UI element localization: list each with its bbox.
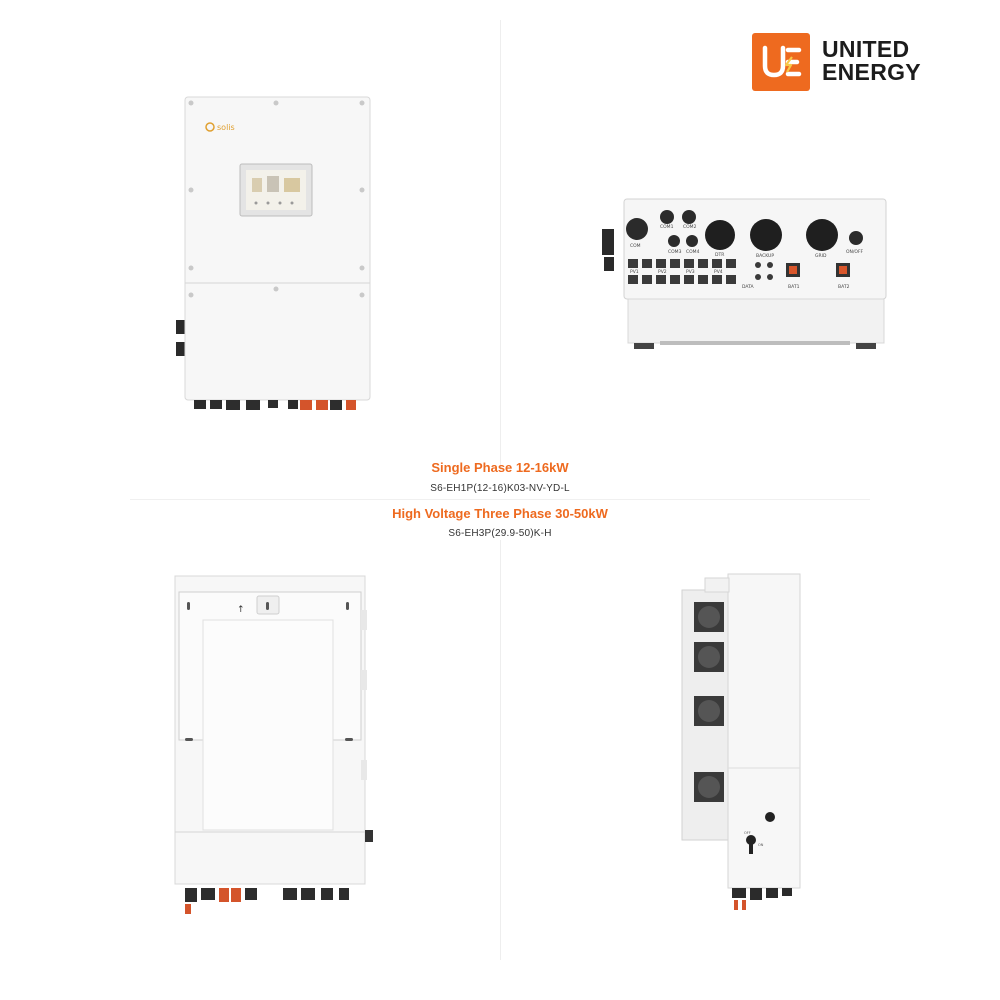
rotary-knob[interactable] bbox=[765, 812, 775, 822]
port-label-com2: COM2 bbox=[683, 224, 697, 230]
port-label-com4: COM4 bbox=[686, 249, 700, 255]
port-label-bat2: BAT2 bbox=[838, 284, 850, 290]
port-label-pv1: PV1 bbox=[630, 269, 639, 275]
port-label-data: DATA bbox=[742, 284, 755, 290]
port-label-bat1: BAT1 bbox=[788, 284, 800, 290]
inverter-side-view: OFF ON bbox=[670, 568, 820, 920]
vertical-divider-bottom bbox=[500, 540, 501, 960]
solis-logo-icon bbox=[205, 122, 215, 132]
port-label-pv2: PV2 bbox=[658, 269, 667, 275]
port-label-pv3: PV3 bbox=[686, 269, 695, 275]
switch-label-on: ON bbox=[758, 843, 764, 847]
port-label-on-off: ON/OFF bbox=[846, 249, 864, 255]
port-label-backup: BACKUP bbox=[756, 253, 774, 259]
brand-name-line1: UNITED bbox=[822, 36, 910, 62]
ue-logo-icon bbox=[762, 45, 802, 78]
cooling-fan-icon bbox=[694, 602, 724, 802]
switch-label-off: OFF bbox=[744, 831, 751, 835]
port-label-pv4: PV4 bbox=[714, 269, 723, 275]
product-2-title: High Voltage Three Phase 30-50kW bbox=[392, 506, 608, 521]
inverter-back-view: ↑ bbox=[165, 570, 385, 920]
product-1-model: S6-EH1P(12-16)K03-NV-YD-L bbox=[430, 483, 570, 494]
port-label-dtr: DTR bbox=[715, 252, 724, 258]
product-1-title: Single Phase 12-16kW bbox=[431, 460, 569, 475]
inverter-bottom-view: COM COM1 COM2 COM3 COM4 DTR BACKUP GRID … bbox=[600, 195, 890, 355]
port-label-com: COM bbox=[630, 243, 641, 249]
horizontal-divider bbox=[130, 499, 870, 500]
product-2-model: S6-EH3P(29.9-50)K-H bbox=[448, 528, 552, 539]
brand-name-line2: ENERGY bbox=[822, 59, 921, 85]
port-label-com1: COM1 bbox=[660, 224, 674, 230]
brand-logo-mark bbox=[752, 33, 810, 91]
port-label-com3: COM3 bbox=[668, 249, 682, 255]
port-label-grid: GRID bbox=[815, 253, 827, 259]
vertical-divider-top bbox=[500, 20, 501, 470]
up-arrow-icon: ↑ bbox=[237, 605, 245, 615]
inverter-brand-label: solis bbox=[217, 123, 235, 132]
brand-name: UNITED ENERGY bbox=[822, 38, 952, 84]
inverter-front-view: solis bbox=[170, 90, 380, 420]
